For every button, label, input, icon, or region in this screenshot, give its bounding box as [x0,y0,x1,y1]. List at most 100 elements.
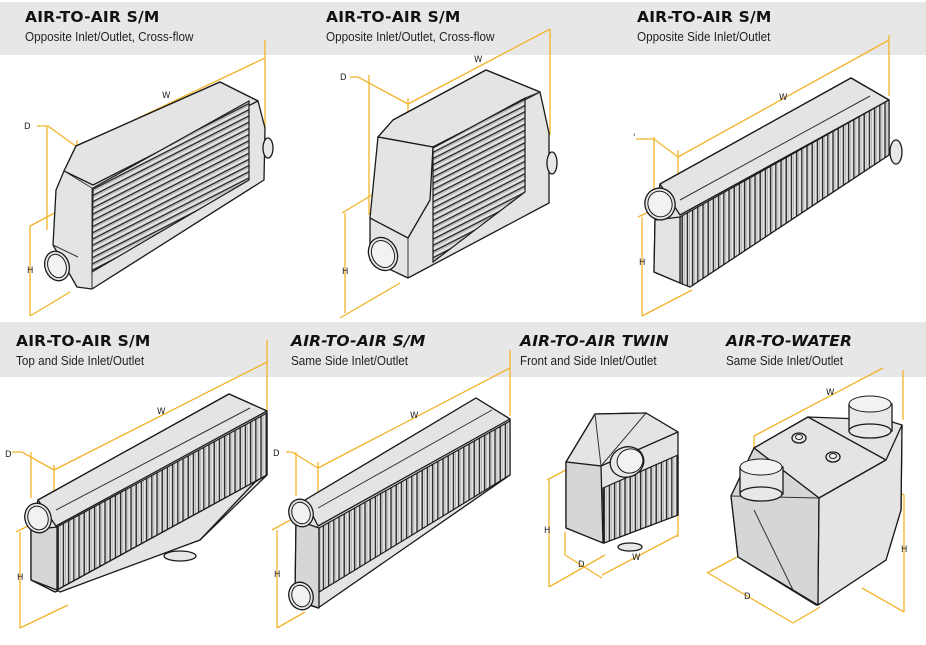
card-4-w-line [53,361,268,471]
card-3-side-tank [653,216,681,284]
card-3-w-label: W [779,93,788,103]
card-5-h-ext-bottom [276,611,306,629]
card-2-h-ext-bottom [339,282,401,319]
card-5-diagram: D W H [271,350,511,629]
card-7-outlet-opening [848,395,892,413]
card-2-caption: AIR-TO-AIR S/M Opposite Inlet/Outlet, Cr… [326,8,513,45]
top-row-header-band [0,2,926,55]
card-5-caption: AIR-TO-AIR S/M Same Side Inlet/Outlet [291,332,425,369]
card-1-outlet-pipe [262,137,274,159]
card-5-h-label: H [274,570,280,580]
card-3-inlet-opening [647,190,673,218]
card-7-h-label: H [901,545,907,555]
card-3-d-label: ' [633,133,635,143]
card-3-subtitle: Opposite Side Inlet/Outlet [637,29,771,44]
card-4-h-label: H [17,573,23,583]
card-4-tank-edge [55,407,251,511]
card-7-caption: AIR-TO-WATER Same Side Inlet/Outlet [726,332,856,369]
card-2-title: AIR-TO-AIR S/M [326,8,461,26]
card-7-front-face [817,424,903,606]
card-6-d-line [564,554,603,579]
card-1-inlet-opening [47,253,67,279]
card-4-h-ext-bottom [19,604,69,629]
card-3-h-label: H [639,258,645,268]
card-5-d-leader [286,451,319,469]
card-3-title: AIR-TO-AIR S/M [637,8,772,26]
card-6-d-label: D [578,560,585,570]
card-7-w-line [753,367,884,437]
card-5-w-label: W [410,411,419,421]
card-6-front-inlet-opening [616,448,644,474]
card-1-h-label: H [27,266,33,276]
card-5-outlet-opening [291,584,311,608]
card-7-w-label: W [826,388,835,398]
card-7-port-2-hole [829,453,837,459]
card-3-tank-edge [679,95,871,201]
card-2-diagram: D W H [339,28,558,319]
card-1-d-leader [37,125,78,148]
card-4-diagram: D W H [5,340,268,629]
card-7-title: AIR-TO-WATER [726,332,853,350]
card-7-inlet-pipe-bottom [739,486,783,502]
card-1-edge [63,170,93,189]
card-7-outlet-pipe-bottom [848,423,892,439]
card-7-d-ext-right [792,606,821,624]
card-6-h-ext-bottom [548,554,606,588]
card-2-outlet-pipe [546,151,558,175]
card-2-fin-core [432,96,526,264]
card-6-w-label: W [632,553,641,563]
card-7-subtitle: Same Side Inlet/Outlet [726,353,844,368]
card-4-title: AIR-TO-AIR S/M [16,332,151,350]
card-4-d-leader [12,451,55,471]
card-1-h-ext-bottom [29,291,71,317]
card-7-d-label: D [744,592,751,602]
card-2-subtitle: Opposite Inlet/Outlet, Cross-flow [326,29,495,44]
card-4-caption: AIR-TO-AIR S/M Top and Side Inlet/Outlet [16,332,158,369]
card-2-w-line [407,28,551,105]
card-7-inlet-opening [739,458,783,476]
card-4-bottom-outlet [163,550,197,562]
card-5-inlet-opening [291,501,311,525]
card-1-diagram: D W H [24,40,274,317]
card-7-d-line [707,572,794,624]
card-6-edge [600,412,647,467]
card-2-w-label: W [474,55,483,65]
card-5-title: AIR-TO-AIR S/M [291,332,426,350]
card-1-edge [52,244,79,258]
card-7-d-ext-left [706,556,738,574]
card-5-subtitle: Same Side Inlet/Outlet [291,353,409,368]
card-1-w-label: W [162,91,171,101]
card-6-bottom-outlet [617,542,643,552]
card-3-h-ext-bottom [641,289,693,317]
card-2-side-tank [369,136,434,239]
card-3-d-leader [636,138,679,158]
card-2-d-label: D [340,73,347,83]
card-6-h-label: H [544,526,550,536]
card-6-title: AIR-TO-AIR TWIN [520,332,669,350]
card-7-port-1-hole [795,434,803,440]
card-3-w-line [677,39,890,158]
card-1-caption: AIR-TO-AIR S/M Opposite Inlet/Outlet, Cr… [25,8,212,45]
card-2-d-leader [350,76,409,105]
card-7-edge [753,509,794,591]
card-5-w-line [317,367,511,469]
card-5-top-tank [304,397,511,527]
card-1-subtitle: Opposite Inlet/Outlet, Cross-flow [25,29,194,44]
card-5-tank-edge [317,409,493,509]
bottom-row-header-band [0,322,926,377]
card-6-edge [594,413,602,467]
card-6-w-line [601,534,679,576]
card-2-edge [524,91,541,99]
card-7-diagram: W H D [706,367,907,624]
card-1-title: AIR-TO-AIR S/M [25,8,160,26]
card-4-bottom-tank [56,474,268,593]
card-7-h-ext-bottom [861,587,905,613]
card-3-caption: AIR-TO-AIR S/M Opposite Side Inlet/Outle… [637,8,785,45]
card-6-diagram: H D W [544,412,679,588]
card-4-side-tank [30,526,58,591]
card-2-h-label: H [342,267,348,277]
card-4-d-label: D [5,450,12,460]
card-3-outlet-pipe [889,139,903,165]
card-5-d-label: D [273,449,280,459]
